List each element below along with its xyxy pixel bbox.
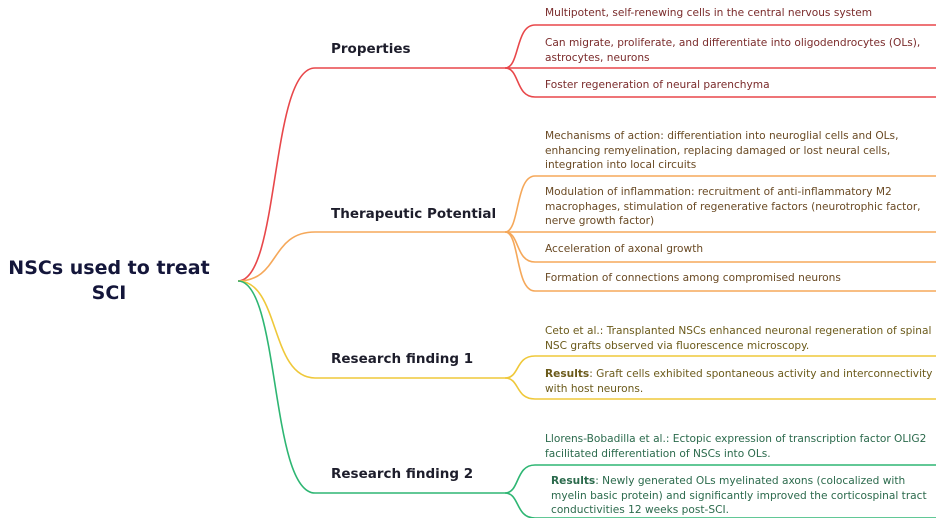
therapeutic-item: Formation of connections among compromis… (545, 272, 841, 284)
therapeutic-connectors (237, 175, 936, 292)
root-topic: NSCs used to treat SCI (8, 257, 210, 304)
research1-finding: Ceto et al.: Transplanted NSCs enhanced … (545, 325, 932, 352)
research2-finding: Llorens-Bobadilla et al.: Ectopic expres… (545, 433, 927, 460)
therapeutic-item: Modulation of inflammation: recruitment … (545, 186, 921, 227)
therapeutic-item: Acceleration of axonal growth (545, 243, 704, 255)
properties-item: Multipotent, self-renewing cells in the … (545, 7, 873, 19)
branch-properties: Properties (331, 41, 411, 57)
therapeutic-item: Mechanisms of action: differentiation in… (545, 130, 899, 171)
research1-connectors (237, 280, 936, 400)
research2-results: Results: Newly generated OLs myelinated … (545, 474, 935, 518)
properties-connectors (237, 24, 936, 282)
branch-research-finding-2: Research finding 2 (331, 466, 474, 482)
results-text: : Newly generated OLs myelinated axons (… (551, 475, 927, 516)
branch-therapeutic-potential: Therapeutic Potential (331, 206, 497, 222)
results-label: Results (545, 368, 590, 380)
research1-results: Results: Graft cells exhibited spontaneo… (545, 367, 935, 396)
properties-item: Can migrate, proliferate, and differenti… (545, 37, 921, 64)
results-label: Results (551, 475, 596, 487)
properties-item: Foster regeneration of neural parenchyma (545, 79, 770, 91)
branch-research-finding-1: Research finding 1 (331, 351, 474, 367)
results-text: : Graft cells exhibited spontaneous acti… (545, 368, 933, 395)
